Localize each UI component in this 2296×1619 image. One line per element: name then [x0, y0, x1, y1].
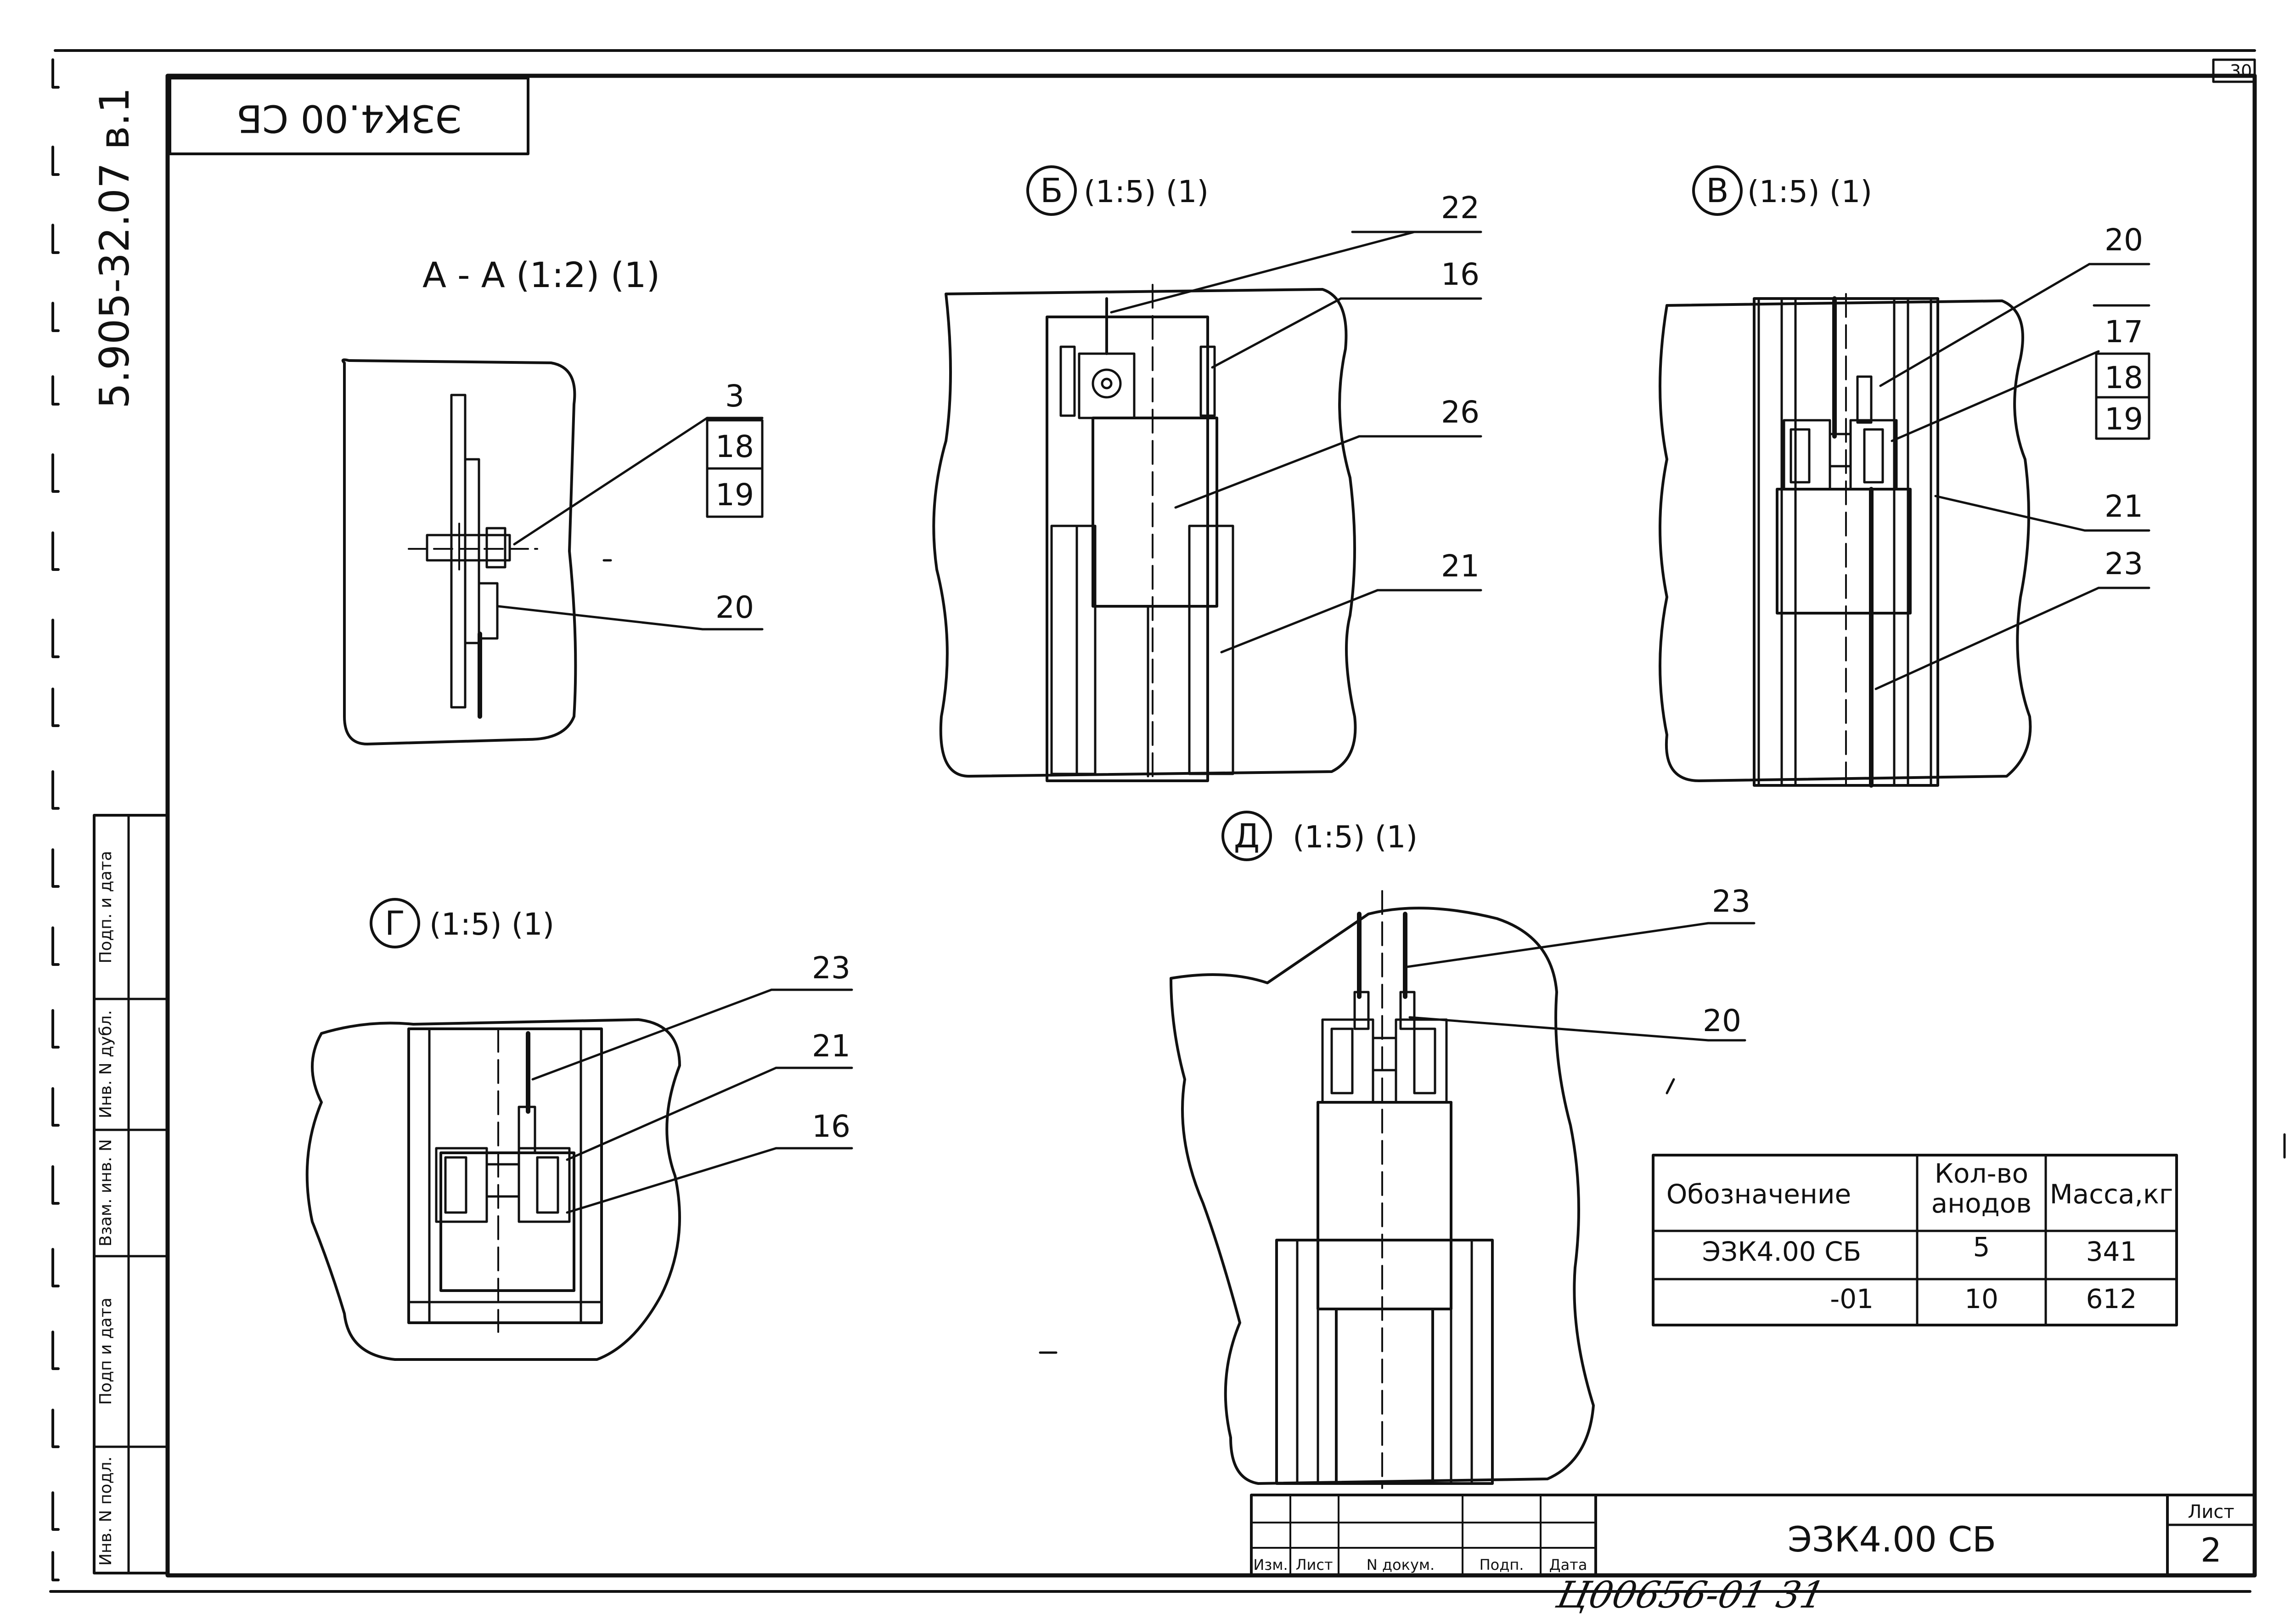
tb-designation: ЭЗК4.00 СБ: [1788, 1519, 1996, 1560]
callout-16: 16: [812, 1109, 850, 1144]
table-cell: ЭЗК4.00 СБ: [1702, 1236, 1862, 1267]
handwritten-note: Ц00656-01 31: [1553, 1574, 1829, 1617]
view-g-scale: (1:5) (1): [429, 907, 554, 942]
table-header-oboznachenie: Обозначение: [1666, 1179, 1851, 1210]
view-v-letter: В: [1706, 171, 1728, 210]
code-upside-down: ЭЗК4.00 СБ: [236, 96, 461, 140]
view-v: В (1:5) (1) 20 17 18 19 21 23: [1659, 165, 2150, 788]
callout-20: 20: [715, 590, 754, 625]
table-header-kolvo: Кол-во: [1935, 1158, 2028, 1189]
view-g: Г (1:5) (1) 23 21 16: [305, 898, 853, 1361]
view-b-scale: (1:5) (1): [1084, 174, 1209, 209]
view-d-letter: Д: [1234, 817, 1260, 855]
stamp-podp-data-2: Подп. и дата: [96, 851, 115, 963]
callout-18: 18: [715, 429, 754, 464]
callout-21: 21: [2105, 489, 2143, 524]
view-d-scale: (1:5) (1): [1293, 819, 1418, 855]
callout-16: 16: [1441, 257, 1480, 292]
top-sheet-number-box: 30: [2212, 58, 2256, 83]
callout-18: 18: [2105, 360, 2143, 395]
table-cell: -01: [1830, 1283, 1874, 1314]
tb-sheet-label: Лист: [2188, 1501, 2234, 1523]
callout-3: 3: [725, 378, 744, 414]
tb-col-ndokum: N докум.: [1367, 1556, 1435, 1574]
view-b-letter: Б: [1040, 171, 1063, 210]
callout-23: 23: [2105, 546, 2143, 581]
tb-col-data: Дата: [1549, 1556, 1587, 1574]
callout-19: 19: [715, 477, 754, 513]
tb-col-izm: Изм.: [1253, 1556, 1288, 1574]
view-g-letter: Г: [385, 904, 405, 942]
side-code: 5.905-32.07 в.1: [91, 87, 138, 408]
stamp-vzam-inv: Взам. инв. N: [96, 1139, 115, 1247]
variants-table: Обозначение Кол-во анодов Масса,кг ЭЗК4.…: [1652, 1154, 2178, 1326]
view-b: Б (1:5) (1) 22 16 26 21: [932, 165, 1482, 782]
callout-21: 21: [1441, 548, 1480, 584]
callout-20: 20: [1703, 1003, 1741, 1038]
view-v-scale: (1:5) (1): [1747, 174, 1872, 209]
title-block: Изм. Лист N докум. Подп. Дата ЭЗК4.00 СБ…: [1250, 1494, 2256, 1577]
view-d: Д (1:5) (1) 23 20: [1170, 811, 1756, 1489]
stamp-podp-data-1: Подп и дата: [96, 1297, 115, 1405]
callout-23: 23: [812, 950, 850, 986]
table-cell: 10: [1964, 1283, 1998, 1314]
left-edge-marks: [51, 58, 60, 1581]
table-cell: 5: [1973, 1231, 1990, 1263]
table-cell: 341: [2086, 1236, 2137, 1267]
callout-20: 20: [2105, 222, 2143, 258]
left-stamp: Инв. N подл. Подп и дата Взам. инв. N Ин…: [93, 814, 169, 1574]
table-cell: 612: [2086, 1283, 2137, 1314]
stamp-inv-podl: Инв. N подл.: [96, 1456, 115, 1566]
sheet-frame: [49, 49, 2257, 1593]
code-box-upside-down: ЭЗК4.00 СБ: [169, 77, 529, 155]
stray-marks: [602, 559, 2286, 1354]
callout-22: 22: [1441, 190, 1480, 226]
table-header-massa: Масса,кг: [2050, 1179, 2173, 1210]
tb-col-list: Лист: [1295, 1556, 1333, 1574]
tb-col-podp: Подп.: [1480, 1556, 1524, 1574]
callout-26: 26: [1441, 395, 1480, 430]
stamp-inv-dubl: Инв. N дубл.: [96, 1010, 115, 1118]
tb-sheet-number: 2: [2200, 1531, 2222, 1569]
callout-23: 23: [1712, 884, 1750, 919]
table-header-anodov: анодов: [1931, 1188, 2032, 1219]
callout-17: 17: [2105, 314, 2143, 350]
view-a-a-title: А - А (1:2) (1): [422, 254, 660, 295]
callout-19: 19: [2105, 401, 2143, 437]
view-a-a: А - А (1:2) (1) 3 18 19 20: [341, 254, 764, 745]
top-sheet-number: 30: [2230, 61, 2252, 81]
callout-21: 21: [812, 1028, 850, 1064]
